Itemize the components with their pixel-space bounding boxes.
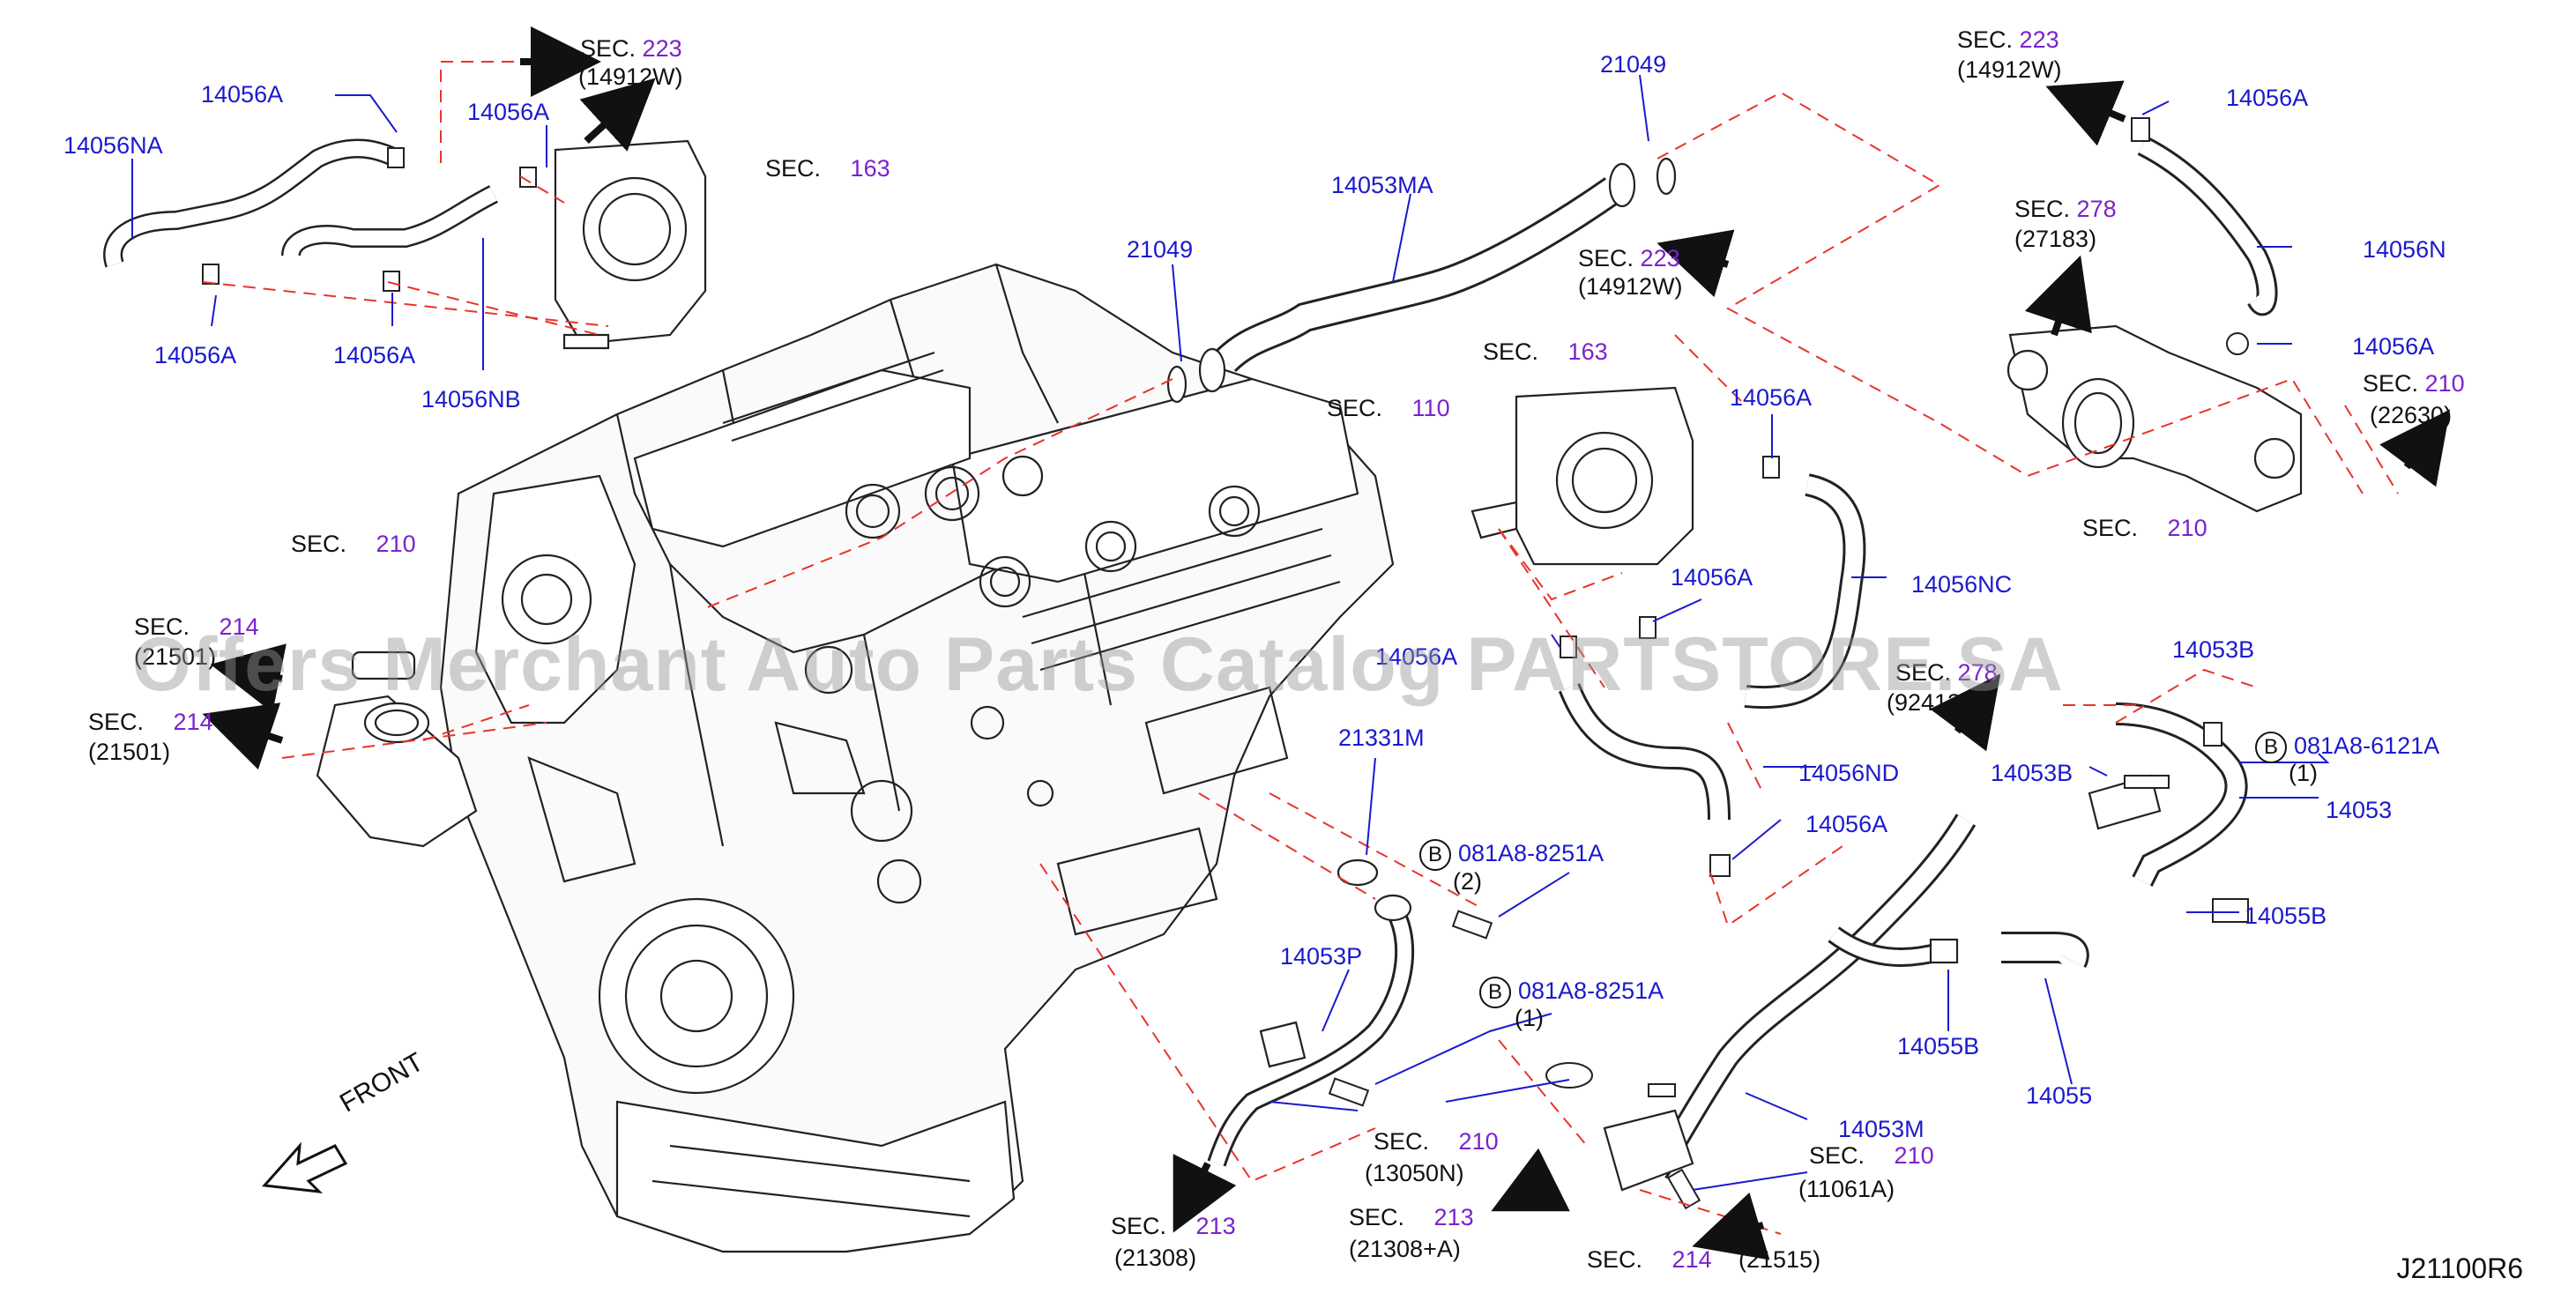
section-ref[interactable]: SEC. 214 bbox=[1587, 1246, 1712, 1273]
section-ref[interactable]: SEC. 223 bbox=[580, 35, 682, 62]
qty-label: (2) bbox=[1453, 868, 1482, 895]
bolt-marker: B bbox=[2255, 732, 2287, 763]
section-ref-number: (92413) bbox=[1887, 689, 1969, 716]
hose-14056NB bbox=[281, 185, 498, 257]
clamps-top-left bbox=[202, 147, 537, 292]
part-label: 14056NC bbox=[1911, 571, 2013, 598]
section-ref[interactable]: SEC. 214 bbox=[88, 709, 213, 735]
section-ref[interactable]: SEC. 213 bbox=[1349, 1204, 1474, 1230]
part-label: 14053 bbox=[2326, 797, 2393, 823]
bolt-label: B 081A8-8251A bbox=[1479, 977, 1664, 1008]
water-outlet bbox=[2006, 324, 2303, 513]
part-label: 14056A bbox=[2226, 85, 2309, 111]
bolt-marker: B bbox=[1419, 839, 1451, 871]
bolt-marker: B bbox=[1479, 977, 1511, 1008]
section-ref[interactable]: SEC. 163 bbox=[1483, 338, 1608, 365]
section-ref-number: (21501) bbox=[88, 739, 171, 765]
hose-14056NA bbox=[103, 138, 401, 268]
section-ref[interactable]: SEC. 278 bbox=[1895, 659, 1998, 686]
part-label: 14055B bbox=[2245, 903, 2327, 929]
bolt-part-number: 081A8-8251A bbox=[1518, 977, 1664, 1004]
clamps-center bbox=[1560, 456, 1780, 877]
part-label: 14053B bbox=[1991, 760, 2073, 786]
part-label: 21049 bbox=[1600, 51, 1667, 78]
section-ref[interactable]: SEC. 214 bbox=[134, 613, 259, 640]
label-leaders bbox=[131, 74, 2330, 1191]
hose-14056ND bbox=[1558, 683, 1731, 821]
bolts-right bbox=[2124, 722, 2249, 923]
pipe-14053P bbox=[1207, 858, 1415, 1167]
section-ref[interactable]: SEC. 213 bbox=[1111, 1213, 1236, 1239]
section-ref-number: (22630) bbox=[2370, 402, 2453, 428]
section-ref[interactable]: SEC. 210 bbox=[1374, 1128, 1499, 1155]
section-ref-number: (21501) bbox=[134, 643, 217, 670]
part-label: 14056A bbox=[333, 342, 416, 368]
section-ref-number: (21308+A) bbox=[1349, 1236, 1461, 1262]
section-ref-number: (13050N) bbox=[1365, 1160, 1464, 1186]
section-ref-number: (14912W) bbox=[578, 63, 683, 90]
part-label: 14053B bbox=[2172, 636, 2255, 663]
section-ref[interactable]: SEC. 223 bbox=[1578, 245, 1680, 271]
bolt-part-number: 081A8-8251A bbox=[1458, 840, 1604, 866]
part-label: 21049 bbox=[1127, 236, 1194, 263]
section-ref[interactable]: SEC. 163 bbox=[765, 155, 890, 182]
section-ref-number: (21515) bbox=[1738, 1246, 1821, 1273]
section-ref-number: (11061A) bbox=[1798, 1176, 1895, 1202]
part-label: 14056A bbox=[1730, 384, 1813, 411]
part-label: 21331M bbox=[1338, 725, 1425, 751]
qty-label: (1) bbox=[2289, 760, 2318, 786]
part-label: 14053M bbox=[1838, 1116, 1925, 1142]
part-label: 14053MA bbox=[1331, 172, 1433, 198]
dashed-leaders bbox=[202, 61, 2399, 1235]
bolt-label: B 081A8-8251A bbox=[1419, 839, 1604, 871]
section-ref-number: (14912W) bbox=[1578, 273, 1683, 300]
section-ref[interactable]: SEC. 278 bbox=[2014, 196, 2117, 222]
pipe-14053MA bbox=[1166, 157, 1677, 404]
part-label: 14056A bbox=[467, 99, 550, 125]
part-label: 14056ND bbox=[1798, 760, 1900, 786]
section-ref[interactable]: SEC. 110 bbox=[1327, 395, 1450, 421]
section-ref-number: (14912W) bbox=[1957, 56, 2062, 83]
section-ref[interactable]: SEC. 210 bbox=[1809, 1142, 1934, 1169]
section-ref[interactable]: SEC. 223 bbox=[1957, 26, 2059, 53]
diagram-code: J21100R6 bbox=[2396, 1252, 2523, 1284]
section-ref[interactable]: SEC. 210 bbox=[291, 531, 416, 557]
hose-14056N bbox=[2137, 136, 2278, 316]
part-label: 14055 bbox=[2026, 1082, 2093, 1109]
hose-14056NC bbox=[1744, 473, 1866, 710]
section-ref-number: (21308) bbox=[1114, 1245, 1197, 1271]
section-ref[interactable]: SEC. 210 bbox=[2082, 515, 2207, 541]
bolt-label: B 081A8-6121A bbox=[2255, 732, 2439, 763]
part-label: 14056NB bbox=[421, 386, 521, 412]
part-label: 14056A bbox=[154, 342, 237, 368]
direction-arrows bbox=[202, 26, 2451, 1260]
hose-14055 bbox=[1929, 932, 2089, 969]
clamp-right-top bbox=[2131, 117, 2249, 355]
section-ref[interactable]: SEC. 210 bbox=[2363, 370, 2465, 397]
part-label: 14056N bbox=[2363, 236, 2446, 263]
pipe-14053M bbox=[1603, 814, 1977, 1192]
thermostat-housing bbox=[316, 650, 478, 848]
bolt-part-number: 081A8-6121A bbox=[2294, 732, 2440, 759]
part-label: 14056NA bbox=[63, 132, 163, 159]
part-label: 14056A bbox=[1805, 811, 1888, 837]
part-label: 14056A bbox=[1375, 643, 1458, 670]
section-ref-number: (27183) bbox=[2014, 226, 2097, 252]
part-label: 14056A bbox=[201, 81, 284, 108]
part-label: 14056A bbox=[2352, 333, 2435, 360]
throttle-body-left bbox=[554, 139, 707, 350]
part-label: 14055B bbox=[1897, 1033, 1980, 1059]
part-label: 14053P bbox=[1280, 943, 1363, 970]
qty-label: (1) bbox=[1515, 1005, 1544, 1031]
front-arrow bbox=[261, 1141, 348, 1193]
part-label: 14056A bbox=[1671, 564, 1753, 591]
watermark: Offers Merchant Auto Parts Catalog PARTS… bbox=[132, 622, 2064, 707]
engine-block bbox=[439, 263, 1395, 1253]
throttle-body-center bbox=[1470, 386, 1694, 566]
